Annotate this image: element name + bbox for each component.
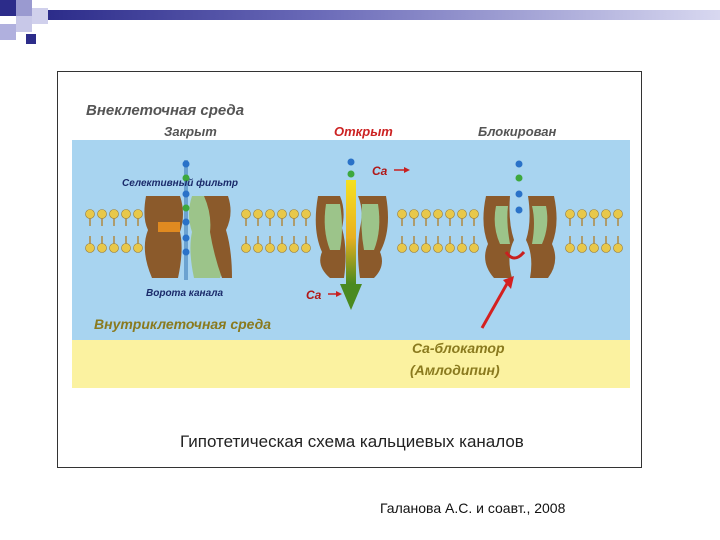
gate-label: Ворота канала [146,288,224,299]
channel-closed [144,160,232,280]
membrane-bilayer [85,209,623,253]
channel-blocked [480,160,557,329]
blocker-label: Ca-блокатор [412,340,505,356]
blocker-arrow-head [503,276,514,289]
corner-square-6 [26,34,36,44]
ion-flow-arrow-head [340,284,362,310]
figure-caption: Гипотетическая схема кальциевых каналов [180,432,524,451]
blocker-drug-label: (Амлодипин) [410,362,500,378]
state-open-label: Открыт [334,124,393,139]
ca-ion-top-label: Ca [372,164,388,178]
channel-open [315,158,388,310]
top-gradient-bar [48,10,720,20]
citation: Галанова А.С. и соавт., 2008 [380,500,566,516]
corner-square-1 [0,0,16,16]
corner-square-3 [32,8,48,24]
blocker-arrow [480,281,510,329]
intracellular-label: Внутриклеточная среда [94,316,272,332]
corner-square-5 [0,24,16,40]
ca-ion-bottom-label: Ca [306,288,322,302]
selective-filter-label: Селективный фильтр [122,178,238,189]
state-blocked-label: Блокирован [478,124,557,139]
ion-flow-arrow-shaft [346,180,356,284]
corner-square-2 [16,0,32,16]
intracellular-region [72,340,630,388]
state-closed-label: Закрыт [164,124,217,139]
corner-square-4 [16,16,32,32]
extracellular-label: Внеклеточная среда [86,102,245,119]
